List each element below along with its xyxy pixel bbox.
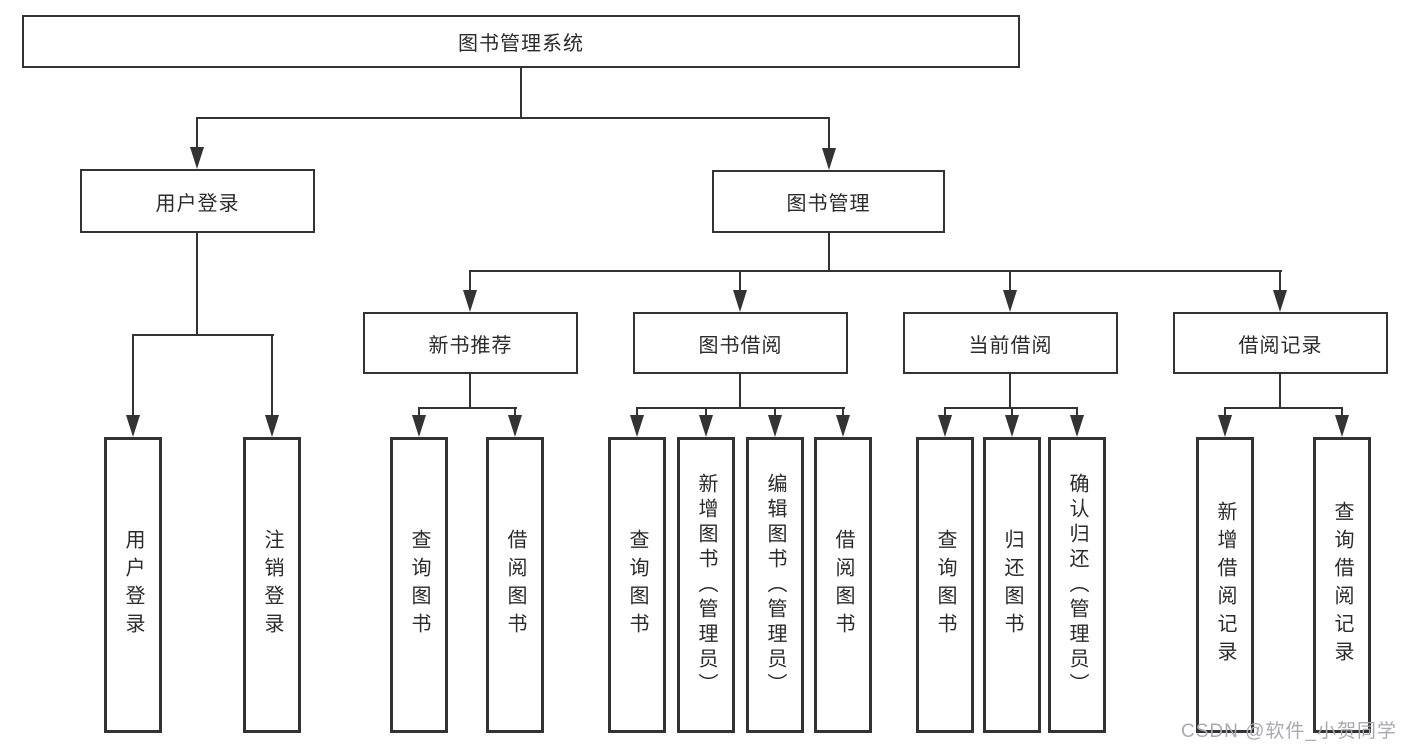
connector-to-br-query [1341,407,1343,418]
connector-to-cb-return [1011,407,1013,418]
arrowhead-down-icon [822,148,836,170]
connector-to-borrow-records [1279,270,1281,292]
connector-nb-stem [469,374,471,409]
connector-to-bb-borrow [842,407,844,418]
node-book-borrow: 图书借阅 [633,312,848,374]
arrowhead-down-icon [1005,415,1019,437]
connector-bb-split [636,407,845,409]
leaf-cb-query-books: 查询图书 [916,437,974,733]
node-new-book-recommend: 新书推荐 [363,312,578,374]
connector-to-leaf-logout [271,334,273,417]
connector-nb-split [418,407,517,409]
connector-user-login-stem [196,233,198,336]
connector-user-login-split [132,334,274,336]
connector-to-book-borrow [739,270,741,292]
leaf-nb-query-books: 查询图书 [390,437,448,733]
connector-to-new-book-rec [469,270,471,292]
connector-to-user-login [196,117,198,149]
node-root: 图书管理系统 [22,15,1020,68]
leaf-br-query-borrow-record: 查询借阅记录 [1313,437,1371,733]
arrowhead-down-icon [190,147,204,169]
watermark: CSDN @软件_小贺同学 [1181,721,1397,742]
connector-cb-stem [1009,374,1011,409]
leaf-bb-borrow-books: 借阅图书 [814,437,872,733]
connector-level3-split [469,270,1282,272]
arrowhead-down-icon [938,415,952,437]
connector-to-cb-query [944,407,946,418]
node-borrow-records: 借阅记录 [1173,312,1388,374]
connector-to-nb-query [418,407,420,418]
leaf-bb-add-books-admin: 新增图书（管理员） [677,437,735,733]
connector-br-stem [1279,374,1281,409]
connector-book-mgmt-stem [828,233,830,272]
arrowhead-down-icon [733,290,747,312]
connector-to-current-borrow [1009,270,1011,292]
arrowhead-down-icon [1218,415,1232,437]
node-current-borrow: 当前借阅 [903,312,1118,374]
arrowhead-down-icon [412,415,426,437]
node-book-management: 图书管理 [712,170,945,233]
arrowhead-down-icon [126,415,140,437]
connector-to-bb-edit [774,407,776,418]
arrowhead-down-icon [1003,290,1017,312]
leaf-br-add-borrow-record: 新增借阅记录 [1196,437,1254,733]
arrowhead-down-icon [463,290,477,312]
arrowhead-down-icon [699,415,713,437]
arrowhead-down-icon [630,415,644,437]
arrowhead-down-icon [836,415,850,437]
arrowhead-down-icon [508,415,522,437]
connector-br-split [1224,407,1343,409]
leaf-user-login: 用户登录 [104,437,162,733]
leaf-nb-borrow-books: 借阅图书 [486,437,544,733]
connector-level2-split [196,117,830,119]
arrowhead-down-icon [768,415,782,437]
connector-root-stem [520,68,522,118]
connector-to-bb-add [705,407,707,418]
arrowhead-down-icon [1273,290,1287,312]
connector-to-cb-confirm [1076,407,1078,418]
arrowhead-down-icon [1335,415,1349,437]
leaf-bb-edit-books-admin: 编辑图书（管理员） [746,437,804,733]
connector-to-br-add [1224,407,1226,418]
connector-bb-stem [739,374,741,409]
leaf-logout-login: 注销登录 [243,437,301,733]
arrowhead-down-icon [265,415,279,437]
node-user-login: 用户登录 [80,169,315,233]
connector-to-book-management [828,117,830,150]
connector-to-leaf-user-login [132,334,134,417]
connector-to-nb-borrow [514,407,516,418]
leaf-cb-return-books: 归还图书 [983,437,1041,733]
connector-to-bb-query [636,407,638,418]
leaf-bb-query-books: 查询图书 [608,437,666,733]
arrowhead-down-icon [1070,415,1084,437]
leaf-cb-confirm-return-admin: 确认归还（管理员） [1048,437,1106,733]
